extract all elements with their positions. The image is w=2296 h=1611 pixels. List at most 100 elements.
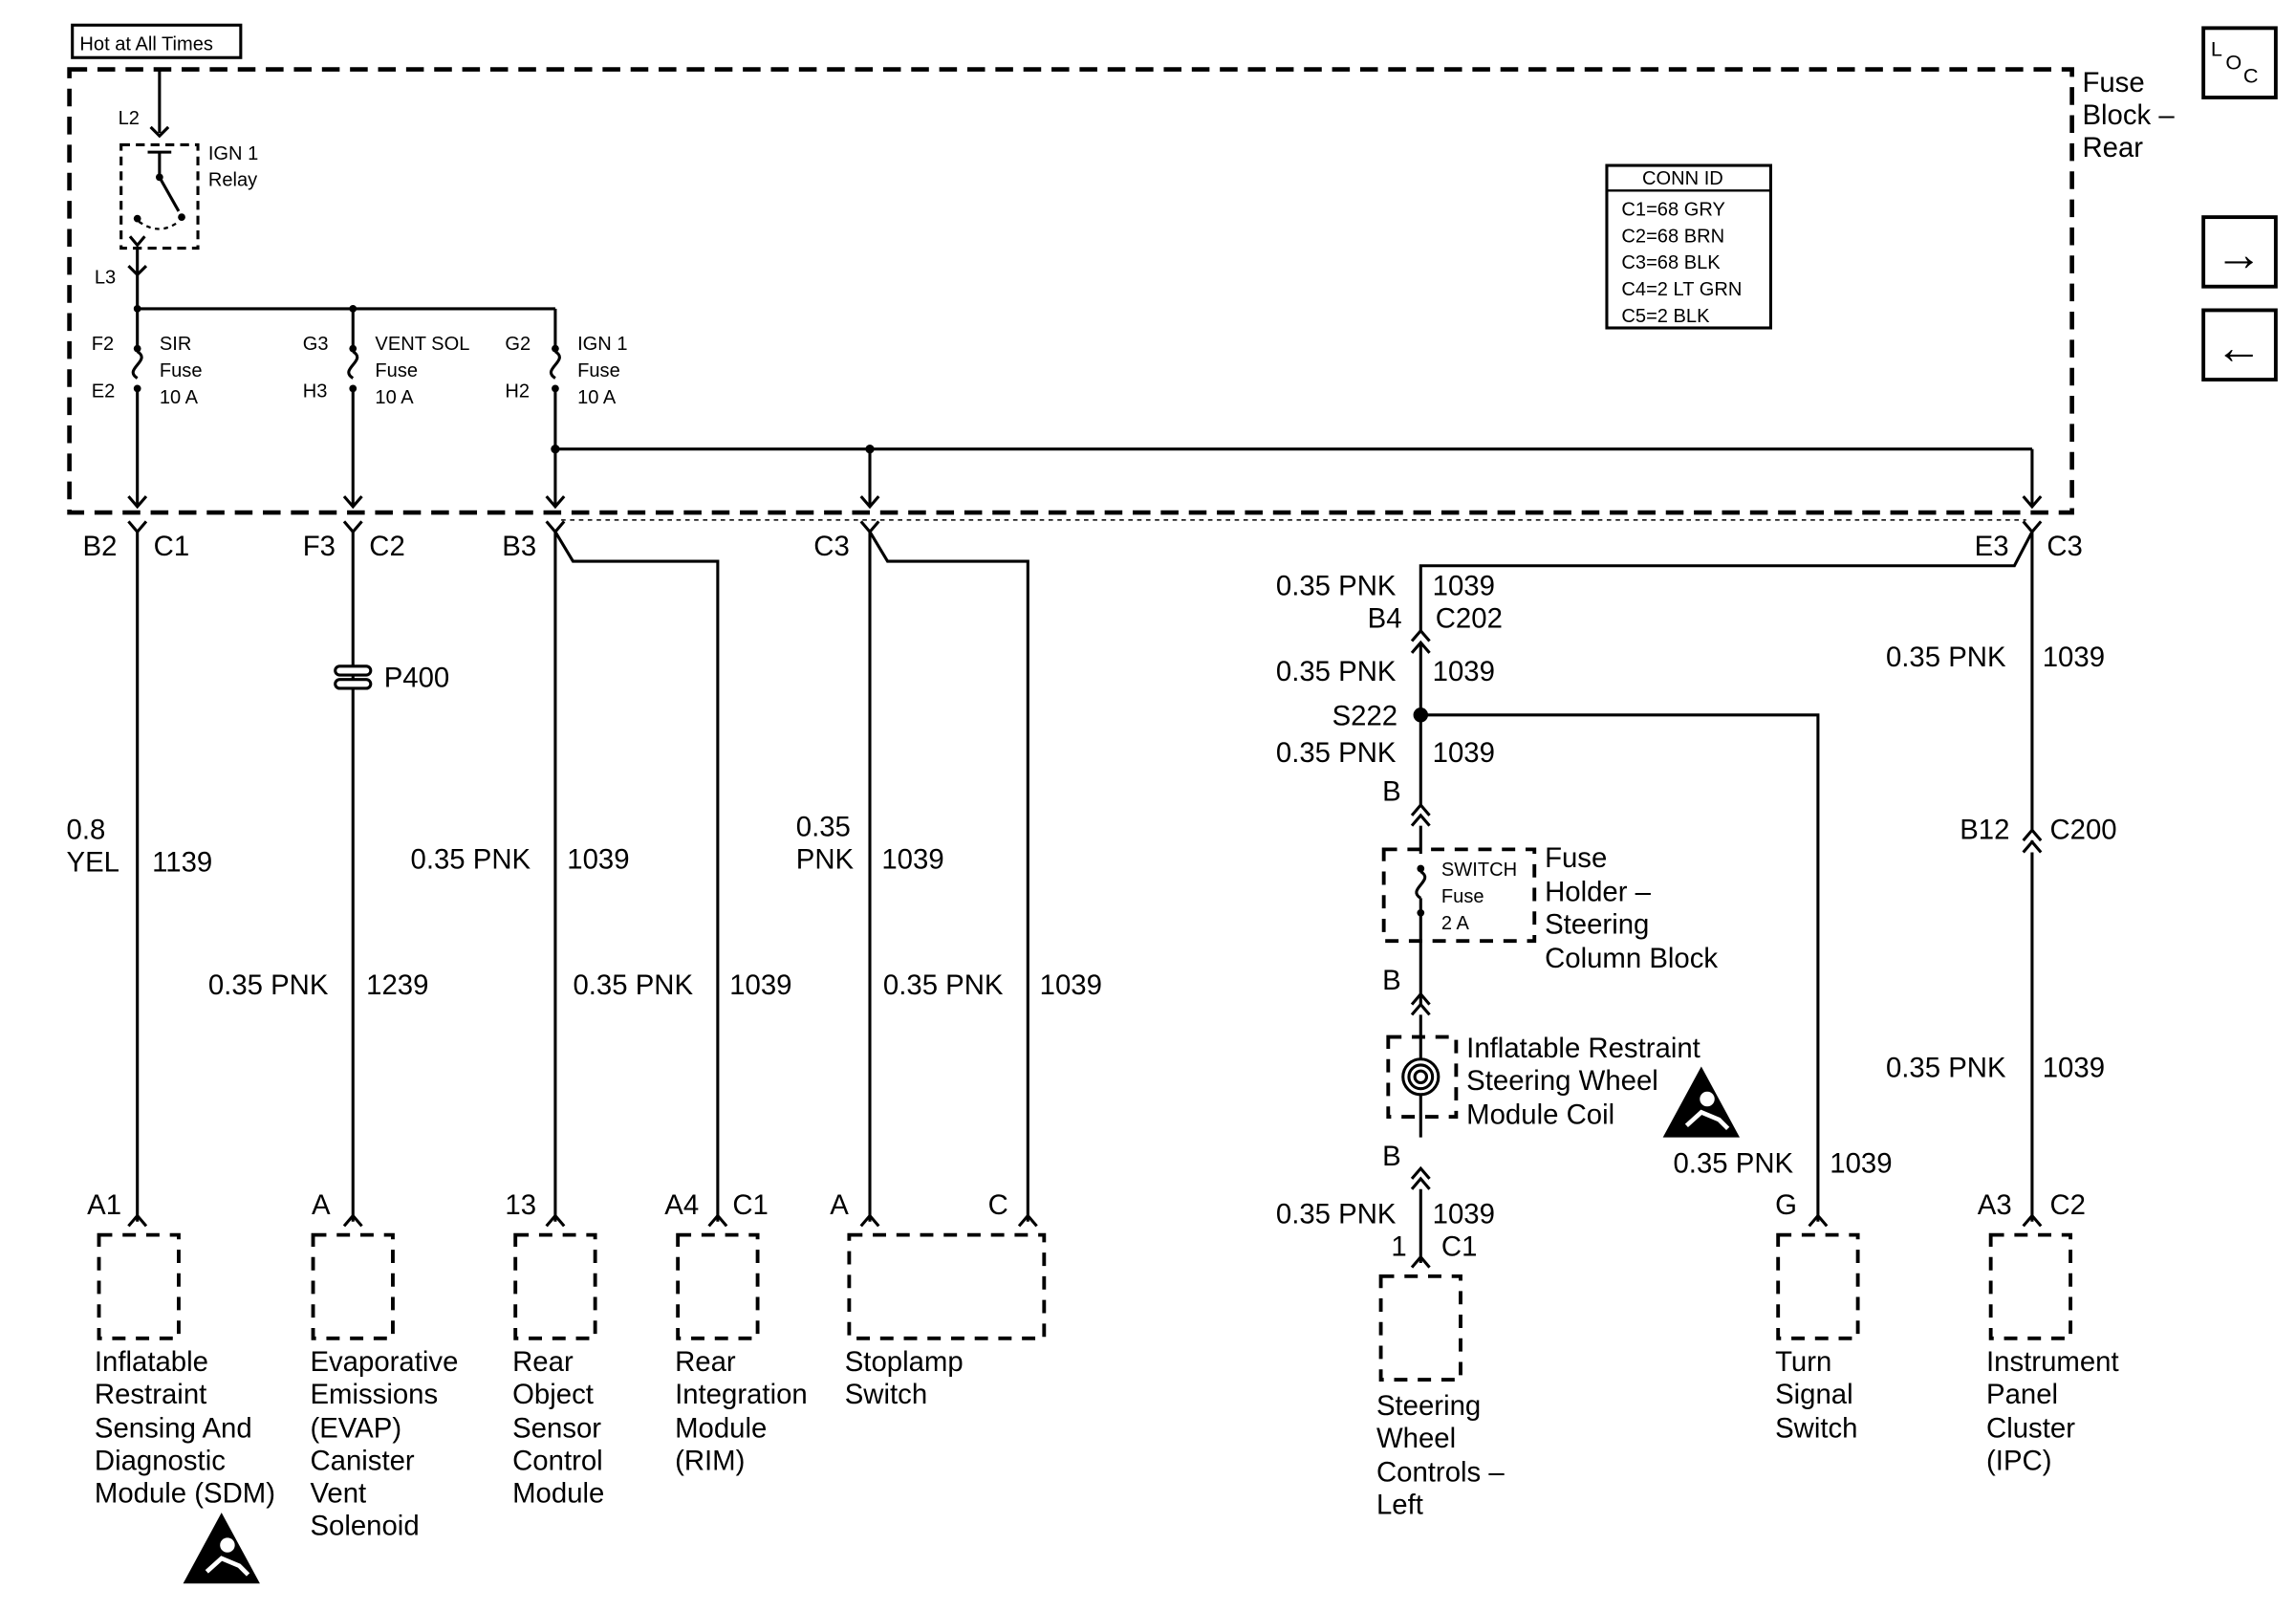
vent-fuse-label-3: 10 A [375, 387, 414, 408]
rim-term: A4 [664, 1189, 699, 1221]
svg-text:Cluster: Cluster [1986, 1412, 2075, 1444]
svg-text:(RIM): (RIM) [675, 1445, 745, 1476]
evap-pin: F3 [303, 531, 336, 562]
sdm-label: Inflatable Restraint Sensing And Diagnos… [95, 1346, 275, 1510]
rim-conn: C1 [732, 1189, 769, 1221]
ign1-fuse-out: H2 [505, 381, 530, 403]
svg-text:Left: Left [1376, 1490, 1423, 1521]
coil-bottom-connector [1410, 1165, 1431, 1190]
steer-conn-c202: C202 [1436, 603, 1503, 635]
stoplamp-term-a: A [830, 1189, 849, 1221]
relay-coil-link [138, 220, 180, 230]
svg-text:Vent: Vent [310, 1477, 366, 1509]
steer-circ-4: 1039 [1433, 1198, 1495, 1230]
sir-fuse-label-1: SIR [160, 334, 191, 355]
evap-conn: C2 [369, 531, 405, 562]
turn-circuit: 1039 [1830, 1148, 1892, 1180]
svg-text:Switch: Switch [1775, 1412, 1857, 1444]
airbag-warning-icon [183, 1513, 260, 1584]
rim-label: Rear Integration Module (RIM) [675, 1346, 808, 1477]
c3-circuit-b: 1039 [1040, 969, 1102, 1001]
p400-splice-pack [334, 664, 373, 690]
c3-pin: C3 [813, 531, 850, 562]
turn-signal-wire [1420, 713, 1820, 1222]
svg-text:Turn: Turn [1775, 1346, 1831, 1378]
svg-text:(EVAP): (EVAP) [310, 1412, 401, 1444]
ipc-pin-b12: B12 [1960, 815, 2009, 846]
loc-button[interactable]: L O C [2201, 26, 2278, 99]
ipc-circ-2: 1039 [2043, 1052, 2105, 1083]
relay-label-1: IGN 1 [208, 143, 258, 164]
switch-fuse-holder-box [1381, 847, 1537, 944]
swc-label: Steering Wheel Controls – Left [1376, 1390, 1505, 1521]
ipc-conn-c200: C200 [2049, 815, 2116, 846]
stoplamp-label: Stoplamp Switch [845, 1346, 964, 1410]
evap-splice: P400 [384, 662, 450, 693]
sdm-conn: C1 [154, 531, 190, 562]
ign1-fuse-in: G2 [505, 334, 531, 355]
switch-fuse-node-top [1417, 864, 1425, 873]
c200-connector [2022, 827, 2043, 854]
steer-circ-2: 1039 [1433, 656, 1495, 687]
evap-term: A [312, 1189, 331, 1221]
svg-text:Integration: Integration [675, 1379, 808, 1410]
svg-text:Rear: Rear [675, 1346, 736, 1378]
conn-id-row-3: C3=68 BLK [1621, 252, 1721, 273]
svg-text:Steering: Steering [1376, 1390, 1481, 1422]
turn-component-box [1776, 1232, 1860, 1340]
svg-text:Rear: Rear [512, 1346, 574, 1378]
sdm-term: A1 [87, 1189, 121, 1221]
coil-label-3: Module Coil [1466, 1099, 1614, 1131]
loc-letter-c: C [2243, 64, 2259, 88]
steer-b-1: B [1382, 775, 1401, 807]
svg-text:Switch: Switch [845, 1379, 927, 1410]
sdm-bottom-connector [127, 1213, 148, 1228]
relay-coil-point [133, 214, 141, 223]
svg-text:Panel: Panel [1986, 1379, 2058, 1410]
vent-sol-fuse [342, 308, 363, 510]
ipc-circ-1: 1039 [2043, 642, 2105, 673]
c3-circuit-a: 1039 [881, 843, 943, 875]
fuse-block-outline [67, 67, 2074, 515]
back-button[interactable]: ← [2201, 308, 2278, 381]
coil-label-2: Steering Wheel [1466, 1065, 1658, 1097]
evap-label: Evaporative Emissions (EVAP) Canister Ve… [310, 1346, 458, 1541]
conn-id-row-4: C4=2 LT GRN [1621, 279, 1742, 300]
e3-conn: C3 [2047, 531, 2083, 562]
vent-fuse-in: G3 [303, 334, 329, 355]
svg-text:Module (SDM): Module (SDM) [95, 1477, 275, 1509]
rsc-term: 13 [505, 1189, 536, 1221]
evap-bottom-connector [342, 1213, 363, 1228]
forward-button[interactable]: → [2201, 215, 2278, 289]
vent-fuse-label-2: Fuse [375, 360, 418, 381]
hot-at-all-times-box [71, 23, 243, 59]
sdm-top-connector [127, 520, 148, 534]
svg-text:Module: Module [675, 1412, 767, 1444]
switch-fuse-label-2: Fuse [1441, 886, 1484, 907]
svg-text:Inflatable: Inflatable [95, 1346, 208, 1378]
coil-top-connector [1410, 991, 1431, 1016]
conn-id-row-5: C5=2 BLK [1621, 306, 1710, 327]
conn-id-row-1: C1=68 GRY [1621, 200, 1724, 221]
ipc-connector [2022, 1213, 2043, 1228]
stoplamp-term-c: C [988, 1189, 1008, 1221]
stoplamp-wire-c [868, 531, 1029, 1222]
rsc-circuit: 1039 [567, 843, 629, 875]
c3-top-connector [859, 520, 880, 534]
switch-fuse-top-connector [1410, 802, 1431, 827]
svg-text:Module: Module [512, 1477, 604, 1509]
steer-conn-c1: C1 [1441, 1230, 1478, 1262]
relay-label-2: Relay [208, 170, 257, 191]
c3-drop-arrow [859, 495, 880, 510]
ipc-wire-2: 0.35 PNK [1886, 1052, 2006, 1083]
ign1-fuse-label-1: IGN 1 [577, 334, 627, 355]
turn-term: G [1775, 1189, 1797, 1221]
stoplamp-connector-a [859, 1213, 880, 1228]
ipc-conn: C2 [2049, 1189, 2086, 1221]
svg-text:(IPC): (IPC) [1986, 1445, 2051, 1476]
svg-text:Object: Object [512, 1379, 594, 1410]
svg-text:Control: Control [512, 1445, 603, 1476]
c3-wire-color: PNK [796, 843, 855, 875]
steer-circ-3: 1039 [1433, 737, 1495, 769]
conn-id-row-2: C2=68 BRN [1621, 226, 1724, 247]
